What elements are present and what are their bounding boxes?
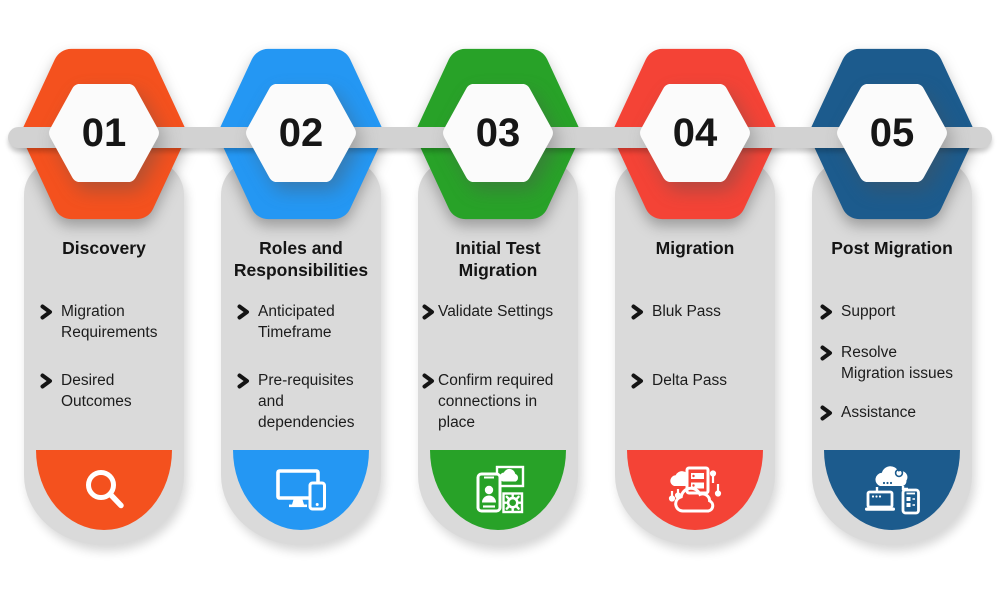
bullet-item: Validate Settings (422, 301, 580, 322)
stage-number: 02 (278, 110, 324, 155)
stage-number: 05 (869, 110, 915, 155)
bullet-text: Bluk Pass (652, 303, 721, 320)
chevron-bullet-icon (820, 405, 832, 421)
chevron-bullet-icon (237, 304, 249, 320)
chevron-bullet-icon (422, 304, 434, 320)
chevron-bullet-icon (820, 304, 832, 320)
chevron-bullet-icon (422, 373, 434, 389)
mobile-app-cloud-icon (476, 465, 525, 514)
chevron-bullet-icon (631, 373, 643, 389)
chevron-bullet-icon (40, 373, 52, 389)
bullet-text: Assistance (841, 404, 916, 421)
cloud-device-sync-icon (865, 466, 920, 515)
stage-number-hexagon (49, 84, 159, 182)
server-cloud-migration-icon (668, 466, 722, 513)
bullet-text: Support (841, 303, 896, 320)
chevron-bullet-icon (237, 373, 249, 389)
chevron-bullet-icon (631, 304, 643, 320)
stage-title: Post Migration (831, 238, 953, 258)
devices-icon (276, 469, 326, 511)
stage-column-migration: Migration Bluk Pass Delta Pass (613, 0, 777, 600)
bullet-text: Delta Pass (652, 372, 727, 389)
stage-number-hexagon (640, 84, 750, 182)
stage-number-hexagon (443, 84, 553, 182)
bullet-item: Bluk Pass (631, 301, 777, 322)
stage-number: 01 (81, 110, 127, 155)
bullet-text: Validate Settings (438, 303, 554, 320)
search-icon (86, 470, 124, 509)
stage-number: 03 (475, 110, 521, 155)
chevron-bullet-icon (40, 304, 52, 320)
stage-number: 04 (672, 110, 718, 155)
stage-number-hexagon (837, 84, 947, 182)
stage-number-hexagon (246, 84, 356, 182)
chevron-bullet-icon (820, 345, 832, 361)
bullet-item: Assistance (820, 402, 974, 423)
bullet-item: Delta Pass (631, 370, 777, 391)
stage-title: Discovery (62, 238, 146, 258)
stage-title: Migration (655, 238, 735, 258)
bullet-item: Support (820, 301, 974, 322)
